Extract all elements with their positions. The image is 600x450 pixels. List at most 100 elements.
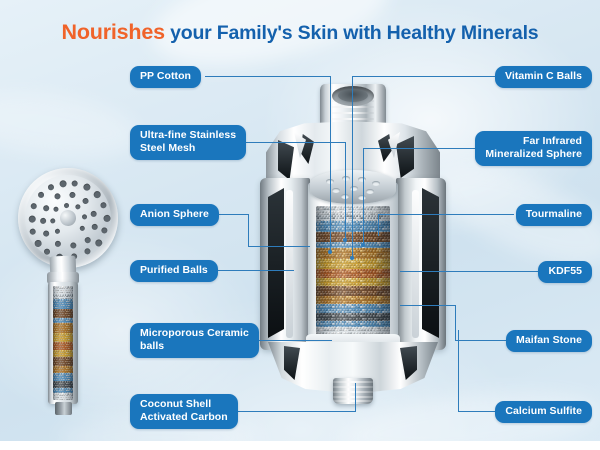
- leader-line-far-infrared: [363, 148, 364, 245]
- leader-line-maifan-stone: [400, 305, 456, 306]
- leader-line-anion-sphere: [248, 214, 249, 247]
- media-layer: [53, 393, 73, 400]
- disc-hole: [358, 177, 366, 182]
- crown-facet-dark: [278, 140, 294, 180]
- shower-filter-cartridge: [248, 78, 458, 408]
- media-layer: [53, 323, 73, 333]
- shower-head-nozzle-plate: [18, 168, 118, 268]
- media-layer: [316, 248, 390, 259]
- bottom-white-strip: [0, 441, 600, 450]
- media-layer: [316, 259, 390, 269]
- headline-highlight: Nourishes: [61, 20, 166, 44]
- media-layer: [316, 313, 390, 321]
- water-wisp-decor: [0, 82, 144, 168]
- handheld-shower-head: [10, 160, 126, 438]
- callout-pp-cotton[interactable]: PP Cotton: [130, 66, 202, 89]
- callout-label: Maifan Stone: [516, 334, 582, 346]
- media-layer: [53, 366, 73, 373]
- leader-line-anion-sphere: [208, 214, 249, 215]
- leader-line-kdf55: [400, 271, 550, 272]
- media-layer: [53, 286, 73, 294]
- leader-dot-pp-cotton: [328, 250, 332, 254]
- media-layer: [53, 357, 73, 366]
- media-layer: [53, 299, 73, 309]
- disc-hole: [332, 188, 340, 193]
- shower-head-collar: [47, 272, 79, 284]
- media-layer: [316, 278, 390, 286]
- media-layer: [53, 294, 73, 299]
- leader-line-anion-sphere: [248, 246, 310, 247]
- disc-hole: [350, 186, 358, 191]
- callout-purified-balls[interactable]: Purified Balls: [130, 260, 218, 283]
- leader-line-maifan-stone: [455, 305, 456, 341]
- leader-line-tourmaline: [378, 214, 379, 236]
- shower-head-handle: [48, 282, 78, 404]
- media-layer: [53, 381, 73, 388]
- shell-highlight: [412, 190, 419, 338]
- media-layer: [316, 296, 390, 304]
- shell-shadow-wedge: [268, 188, 284, 338]
- media-layer: [316, 242, 390, 248]
- shower-head-center-hub: [58, 208, 78, 228]
- leader-line-pp-cotton: [330, 76, 331, 252]
- leader-line-vitamin-c: [352, 76, 507, 77]
- leader-line-activated-carbon: [355, 383, 356, 412]
- callout-maifan-stone[interactable]: Maifan Stone: [506, 330, 592, 353]
- callout-vitamin-c-balls[interactable]: Vitamin C Balls: [495, 66, 592, 89]
- media-layer: [316, 269, 390, 278]
- leader-line-pp-cotton: [205, 76, 331, 77]
- callout-kdf55[interactable]: KDF55: [538, 261, 592, 284]
- callout-label: Purified Balls: [140, 264, 208, 276]
- headline-rest: your Family's Skin with Healthy Minerals: [164, 22, 539, 44]
- media-layer: [53, 373, 73, 381]
- media-layer: [53, 342, 73, 350]
- disc-hole: [372, 181, 380, 186]
- filter-inlet-bore-inner: [338, 89, 368, 102]
- filter-shell-left: [260, 178, 310, 350]
- leader-line-stainless-mesh: [237, 142, 346, 143]
- disc-hole: [358, 195, 366, 200]
- filter-distribution-disc: [310, 170, 396, 204]
- disc-hole: [366, 189, 374, 194]
- callout-label: Calcium Sulfite: [505, 405, 582, 417]
- leader-line-calcium-sulfite: [458, 411, 506, 412]
- media-layer: [53, 309, 73, 318]
- leader-dot-far-infrared: [361, 243, 365, 247]
- skirt-facet-dark: [400, 346, 417, 380]
- leader-line-maifan-stone: [455, 340, 506, 341]
- leader-line-calcium-sulfite: [458, 330, 459, 412]
- callout-label: PP Cotton: [140, 70, 192, 82]
- media-layer: [53, 388, 73, 393]
- callout-label: Anion Sphere: [140, 208, 209, 220]
- callout-calcium-sulfite[interactable]: Calcium Sulfite: [495, 401, 592, 424]
- media-layer: [53, 333, 73, 342]
- media-layer: [316, 286, 390, 296]
- shell-highlight: [286, 190, 293, 338]
- leader-dot-vitamin-c: [350, 256, 354, 260]
- skirt-facet-dark: [284, 346, 300, 380]
- callout-label: Tourmaline: [525, 208, 582, 220]
- filter-outlet-thread: [333, 378, 373, 404]
- media-layer: [316, 321, 390, 327]
- media-layer: [316, 221, 390, 232]
- leader-line-stainless-mesh: [345, 142, 346, 240]
- callout-tourmaline[interactable]: Tourmaline: [515, 204, 592, 227]
- media-layer: [316, 232, 390, 242]
- leader-line-ceramic-balls: [243, 340, 332, 341]
- leader-line-purified-balls: [209, 270, 294, 271]
- shower-head-hose-connector: [55, 402, 72, 415]
- headline: Nourishes your Family's Skin with Health…: [0, 20, 600, 45]
- callout-anion-sphere[interactable]: Anion Sphere: [130, 204, 219, 227]
- disc-hole: [342, 176, 350, 181]
- leader-line-far-infrared: [363, 148, 485, 149]
- media-layer: [316, 304, 390, 313]
- callout-label: KDF55: [548, 265, 582, 277]
